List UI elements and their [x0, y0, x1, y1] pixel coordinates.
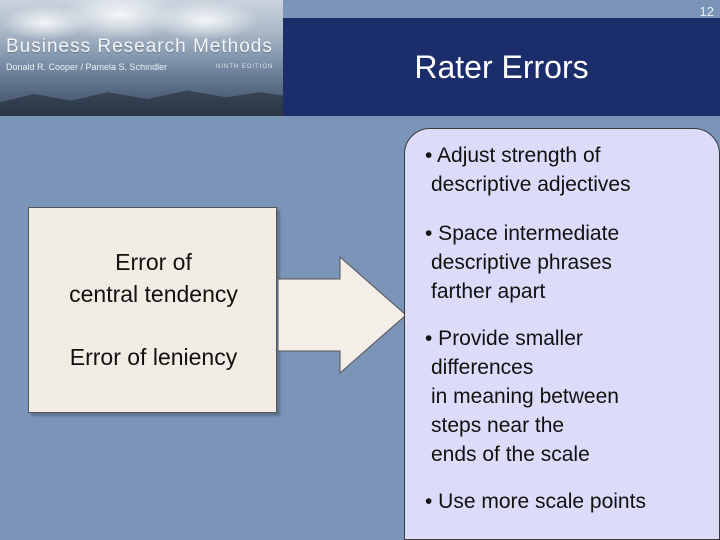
remedy-line: in meaning between	[431, 385, 619, 408]
right-arrow-icon	[278, 255, 407, 375]
remedy-space-phrases: • Space intermediate descriptive phrases…	[425, 219, 619, 306]
errors-box: Error of central tendency Error of lenie…	[28, 207, 277, 413]
remedy-line: • Provide smaller	[425, 327, 583, 350]
remedy-line: • Space intermediate	[425, 222, 620, 245]
remedy-line: farther apart	[431, 280, 546, 303]
error-central-tendency: Error of central tendency	[29, 246, 278, 310]
remedy-adjust-strength: • Adjust strength of descriptive adjecti…	[425, 141, 631, 199]
book-banner-image: Business Research Methods Donald R. Coop…	[0, 0, 283, 116]
remedy-more-scale-points: • Use more scale points	[425, 487, 646, 516]
error-central-tendency-line2: central tendency	[69, 281, 238, 307]
remedy-line: • Adjust strength of	[425, 144, 601, 167]
remedy-smaller-differences: • Provide smaller differences in meaning…	[425, 324, 619, 469]
remedy-line: descriptive phrases	[431, 251, 612, 274]
slide-number: 12	[699, 4, 714, 19]
banner-book-title: Business Research Methods	[6, 36, 273, 57]
remedy-line: steps near the	[431, 414, 565, 437]
error-central-tendency-line1: Error of	[115, 249, 192, 275]
remedy-line: differences	[431, 356, 534, 379]
remedies-box: • Adjust strength of descriptive adjecti…	[404, 128, 720, 540]
banner-authors: Donald R. Cooper / Pamela S. Schindler	[6, 62, 168, 72]
remedy-line: descriptive adjectives	[431, 173, 631, 196]
slide-title: Rater Errors	[414, 48, 589, 85]
error-leniency: Error of leniency	[69, 344, 238, 370]
banner-edition: NINTH EDITION	[216, 64, 274, 70]
remedy-line: ends of the scale	[431, 443, 590, 466]
remedy-line: • Use more scale points	[425, 490, 646, 513]
title-bar: Rater Errors	[283, 18, 720, 116]
